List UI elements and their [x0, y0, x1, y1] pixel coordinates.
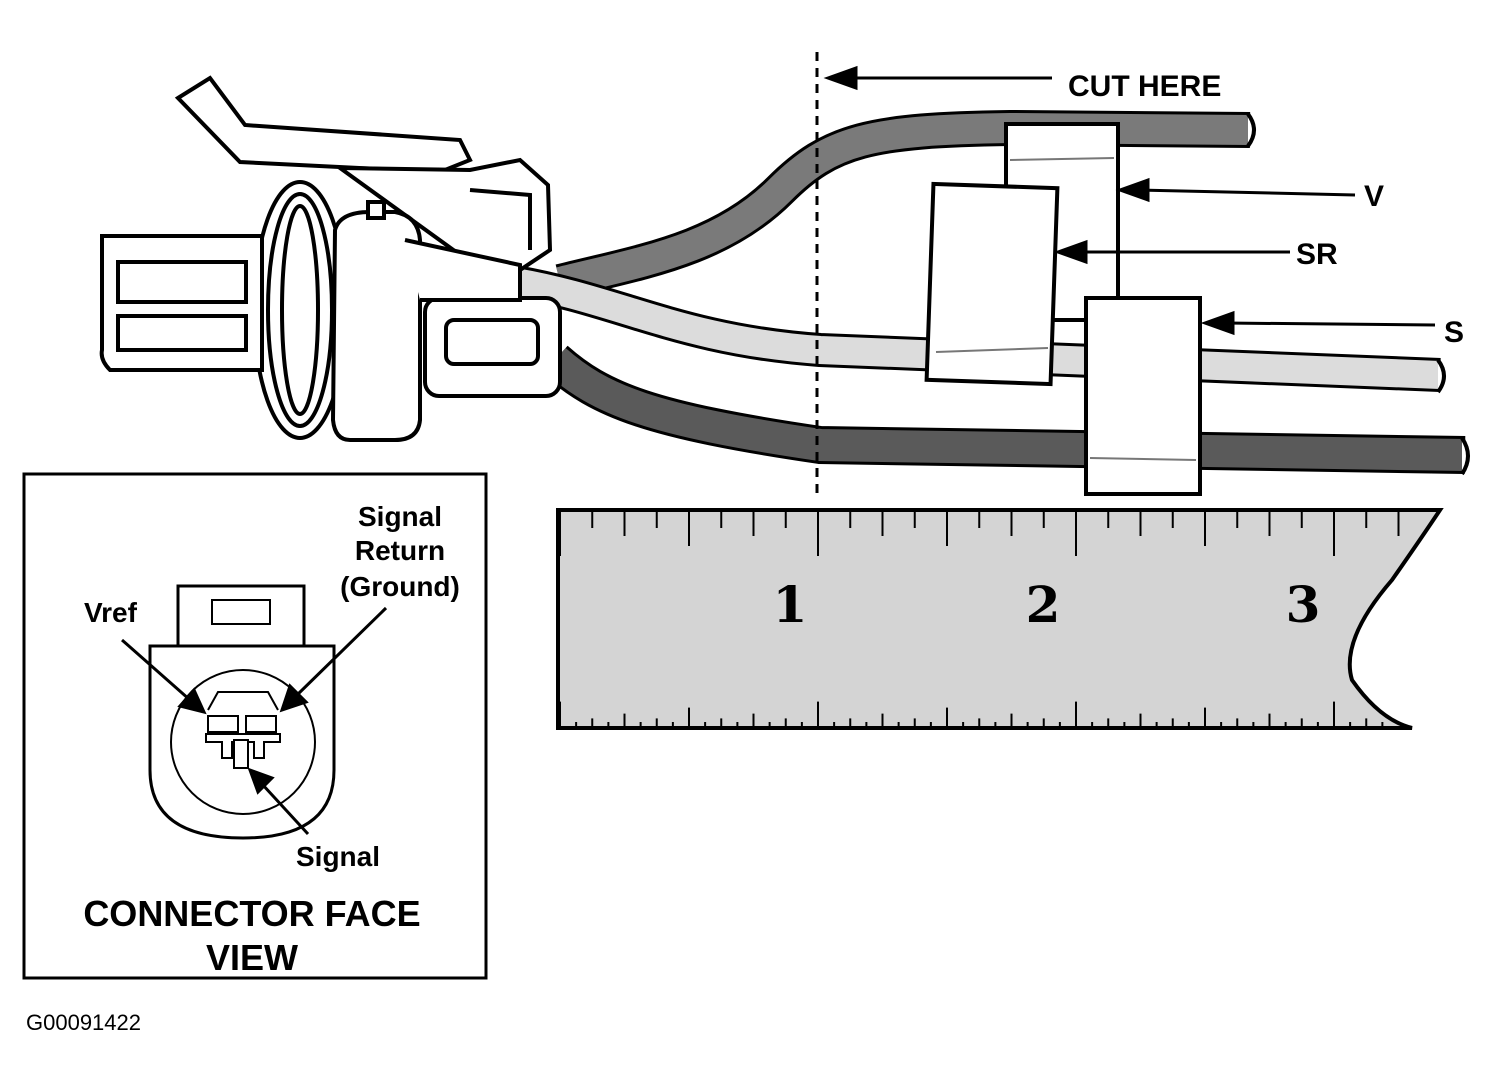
locking-tab [174, 75, 473, 175]
face-lock-tab [176, 584, 306, 648]
wire-sr-end [1436, 358, 1446, 394]
inset-title-2: VIEW [206, 937, 298, 978]
rear-shell [330, 210, 422, 442]
wire-v-end [1246, 112, 1256, 148]
callout-arrows [823, 65, 1436, 336]
ground-terminal [245, 715, 277, 733]
wire-s-fill [544, 347, 1466, 471]
sensor-connector [99, 75, 562, 442]
ruler-number-3: 3 [1286, 575, 1321, 634]
ruler-body [556, 508, 1444, 730]
wire-sr-label: SR [1296, 238, 1338, 271]
signal-terminal [205, 733, 281, 759]
wire-s-end [1460, 436, 1470, 476]
wire-s-label: S [1444, 316, 1464, 349]
wire-sr-fill [512, 268, 1441, 389]
wire-tags [924, 122, 1202, 496]
ruler-number-1: 1 [773, 575, 808, 634]
ruler: 1 2 3 [556, 508, 1444, 730]
signal-return-label-3: (Ground) [340, 571, 460, 602]
cut-here-label: CUT HERE [1068, 70, 1221, 103]
wire-v-label: V [1364, 180, 1384, 213]
signal-return-label-2: Return [355, 535, 445, 566]
tag-s [1084, 296, 1202, 496]
signal-return-label-1: Signal [358, 501, 442, 532]
figure-id: G00091422 [26, 1010, 141, 1035]
ruler-ticks [559, 512, 1400, 728]
inset-title-1: CONNECTOR FACE [83, 893, 420, 934]
signal-label: Signal [296, 841, 380, 872]
vref-label: Vref [84, 597, 138, 628]
connector-face-inset: Signal Return (Ground) Vref Signal CONNE… [22, 472, 488, 980]
wire-bundle [512, 109, 1470, 476]
ruler-number-2: 2 [1026, 575, 1061, 634]
vref-terminal [207, 715, 239, 733]
tag-sr [924, 181, 1060, 387]
wire-v-fill [556, 112, 1251, 297]
